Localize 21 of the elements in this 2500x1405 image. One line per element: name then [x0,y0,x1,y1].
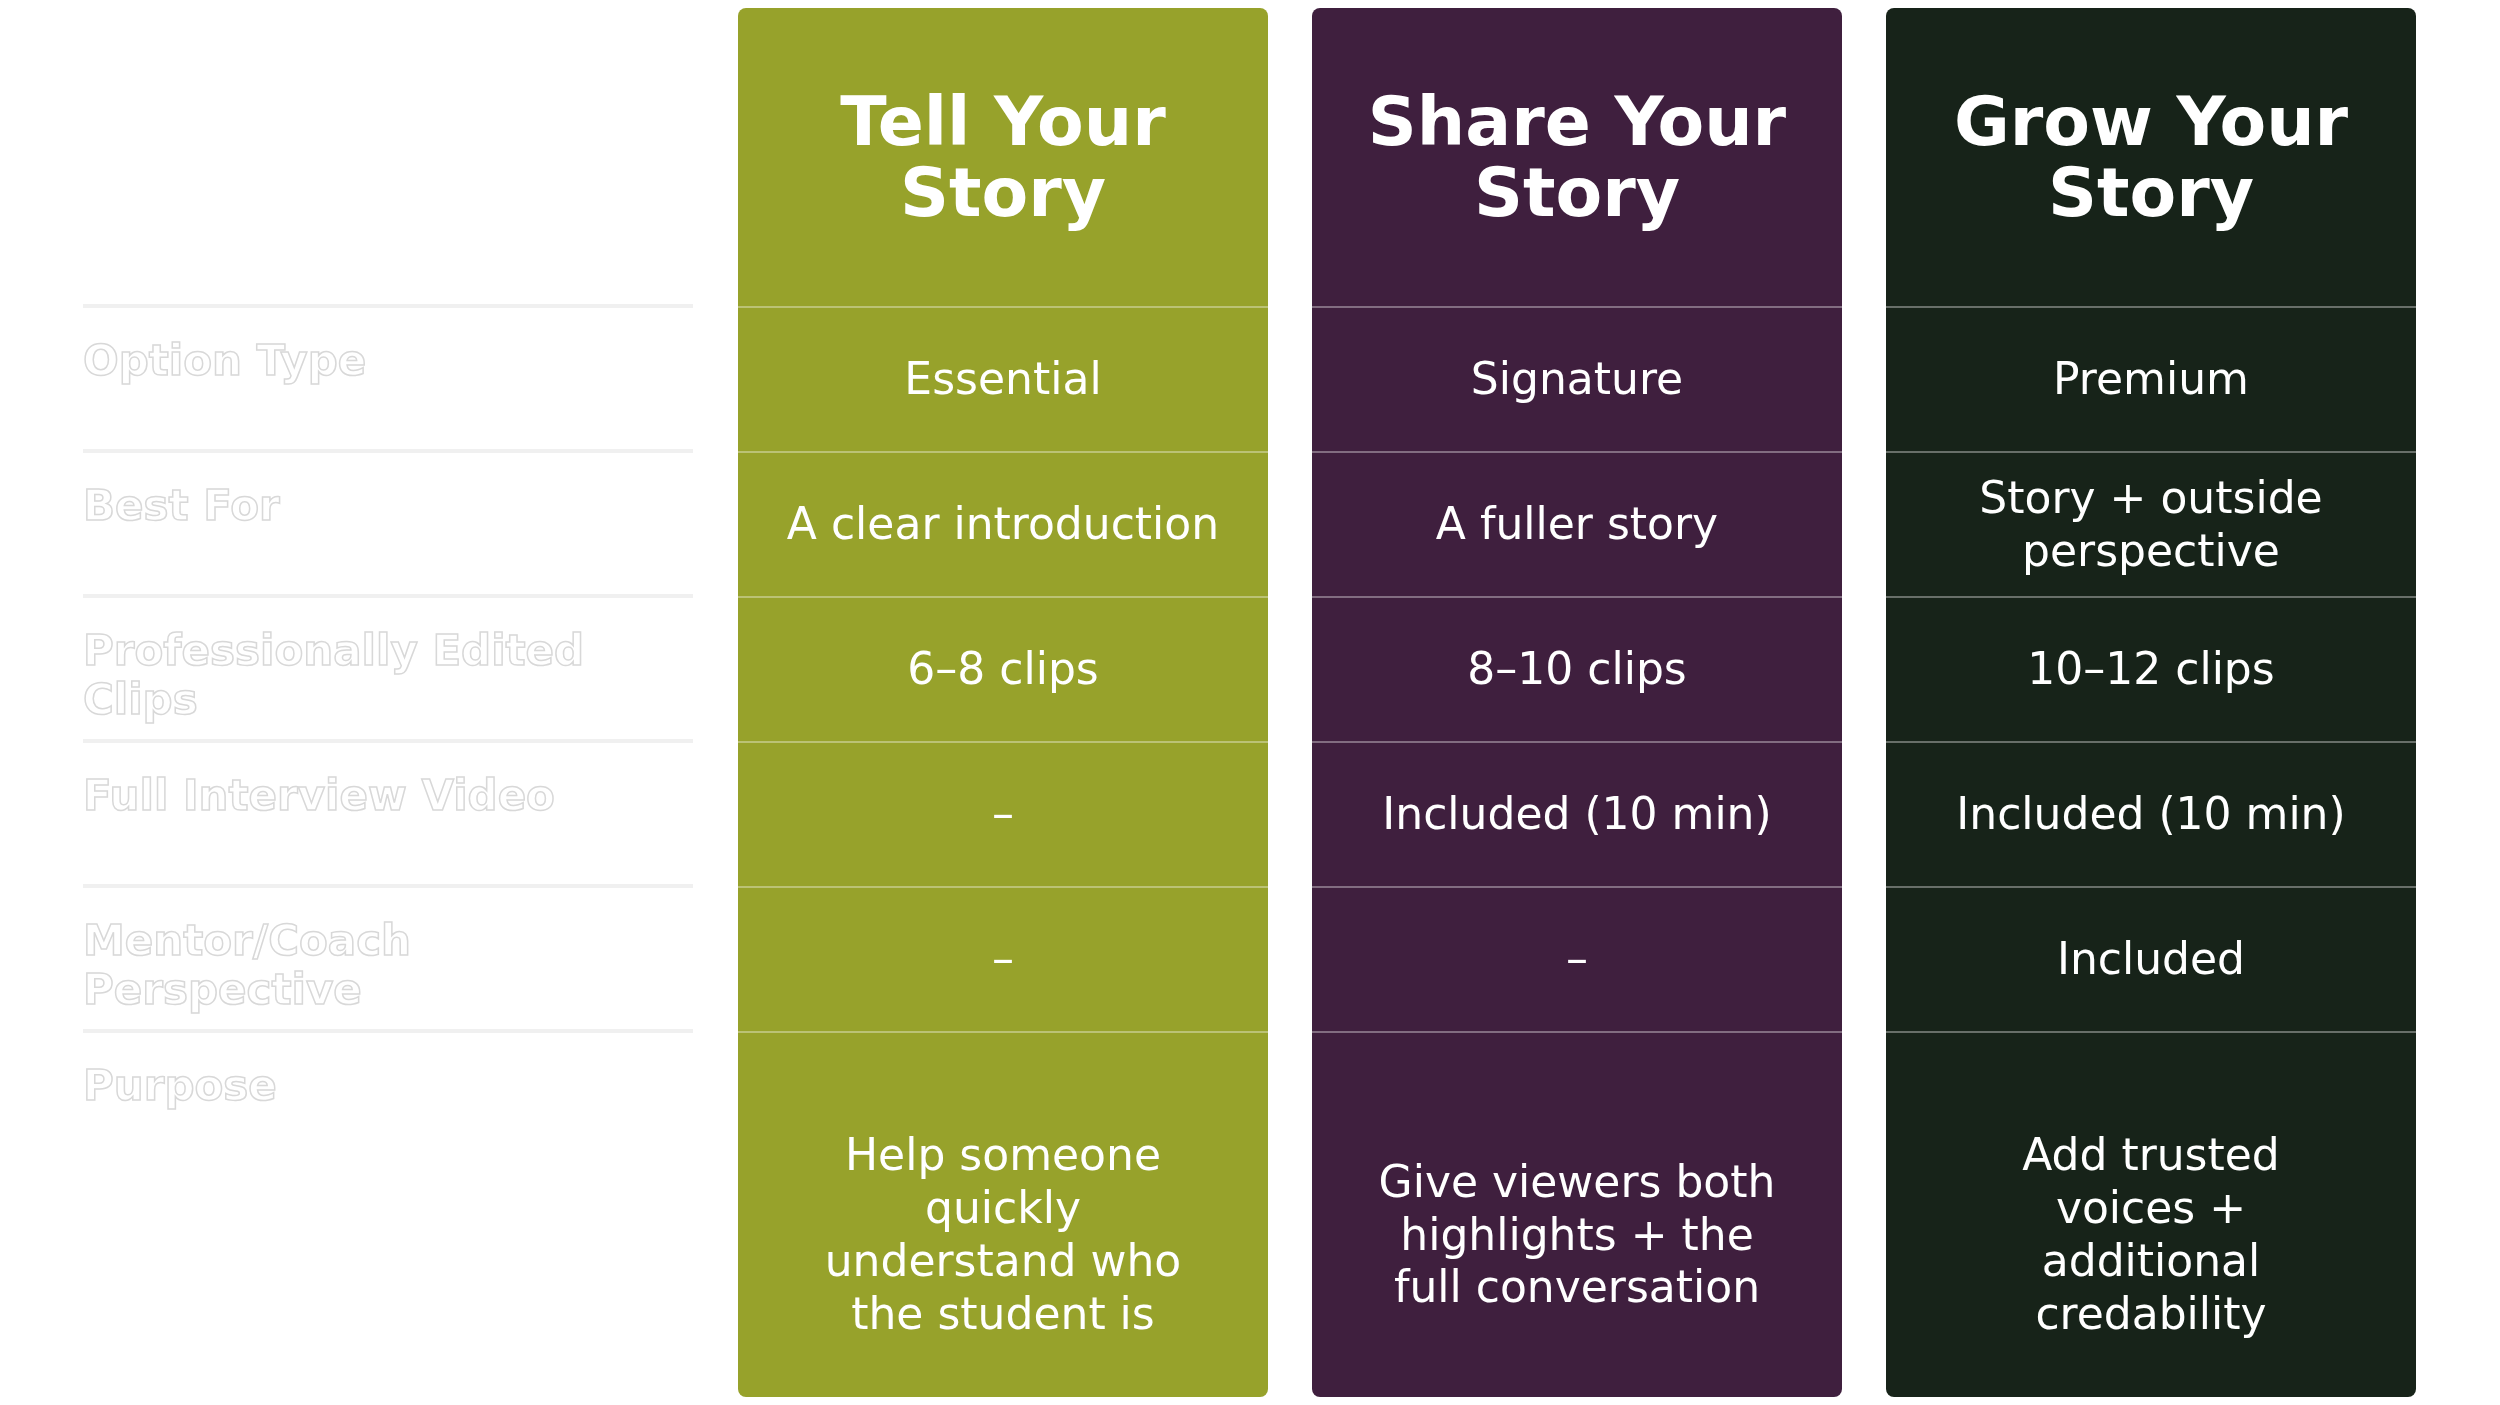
table-cell: Add trusted voices + additional credability [1886,1031,2416,1397]
column-header: Share Your Story [1312,8,1842,306]
table-cell: Included (10 min) [1312,741,1842,886]
table-cell: – [738,886,1268,1031]
table-cell: – [1312,886,1842,1031]
table-cell: A clear introduction [738,451,1268,596]
table-cell: 6–8 clips [738,596,1268,741]
table-cell: Signature [1312,306,1842,451]
table-cell: Essential [738,306,1268,451]
column-header: Grow Your Story [1886,8,2416,306]
table-cell: 10–12 clips [1886,596,2416,741]
table-cell: Included (10 min) [1886,741,2416,886]
table-cell: 8–10 clips [1312,596,1842,741]
table-cell: Help someone quickly understand who the student is [738,1031,1268,1397]
table-cell: Story + outside perspective [1886,451,2416,596]
column-header: Tell Your Story [738,8,1268,306]
table-cell: A fuller story [1312,451,1842,596]
table-cell: Included [1886,886,2416,1031]
table-cell: Premium [1886,306,2416,451]
table-cell: – [738,741,1268,886]
table-cell: Give viewers both highlights + the full conversation [1312,1031,1842,1397]
